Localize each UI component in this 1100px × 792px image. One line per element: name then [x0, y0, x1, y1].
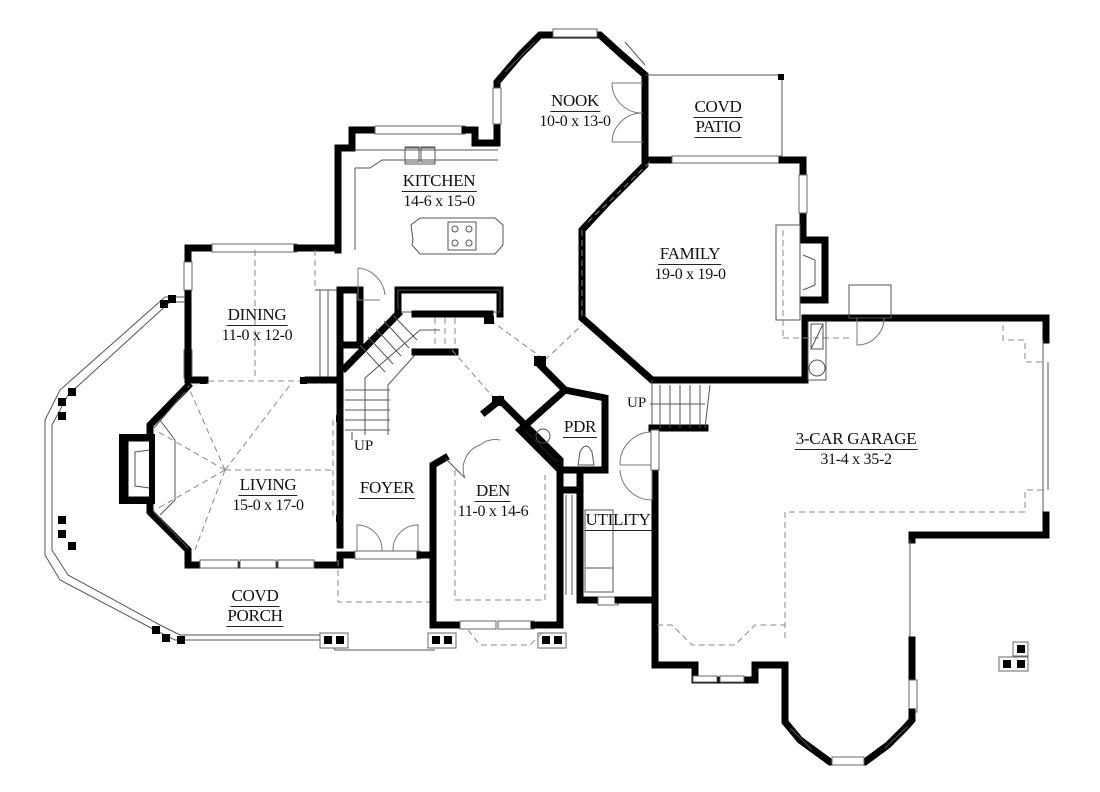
pdr-name: PDR [562, 417, 598, 438]
porch-outline [44, 295, 567, 651]
room-label-covd-porch: COVD PORCH [226, 586, 284, 627]
water-heater [807, 319, 827, 381]
room-label-nook: NOOK 10-0 x 13-0 [539, 91, 611, 131]
room-label-pdr: PDR [562, 417, 598, 438]
dining-walls [183, 243, 344, 384]
utility-name: UTILITY [584, 510, 652, 531]
corner-posts [998, 641, 1029, 672]
garage-walls [651, 284, 1050, 766]
kitchen-name: KITCHEN [401, 171, 477, 192]
nook-walls [492, 28, 649, 159]
den-dimensions: 11-0 x 14-6 [457, 502, 529, 520]
garage-stairs-up-label: UP [627, 395, 647, 411]
family-name: FAMILY [658, 244, 722, 265]
main-stairs-up-label: UP [354, 438, 374, 454]
family-walls [578, 156, 850, 384]
room-label-garage: 3-CAR GARAGE 31-4 x 35-2 [794, 429, 918, 469]
dining-dimensions: 11-0 x 12-0 [221, 326, 293, 344]
main-staircase [340, 286, 504, 440]
foyer-name: FOYER [358, 478, 416, 499]
room-label-kitchen: KITCHEN 14-6 x 15-0 [401, 171, 477, 211]
nook-name: NOOK [550, 91, 600, 112]
dining-name: DINING [226, 305, 288, 326]
living-dimensions: 15-0 x 17-0 [232, 496, 304, 514]
kitchen-walls [334, 125, 504, 255]
living-fireplace [119, 434, 155, 504]
porch-name-line2: PORCH [226, 605, 284, 627]
garage-name: 3-CAR GARAGE [794, 429, 918, 450]
garage-dimensions: 31-4 x 35-2 [820, 450, 892, 468]
porch-name-line1: COVD [230, 586, 280, 607]
garage-stairs [648, 380, 711, 432]
room-label-foyer: FOYER [358, 478, 416, 499]
utility-walls [565, 429, 660, 606]
room-label-living: LIVING 15-0 x 17-0 [232, 475, 304, 515]
nook-dimensions: 10-0 x 13-0 [539, 112, 611, 130]
patio-name-line1: COVD [693, 97, 743, 118]
room-label-dining: DINING 11-0 x 12-0 [222, 306, 293, 345]
room-label-den: DEN 11-0 x 14-6 [458, 482, 529, 521]
patio-name-line2: PATIO [694, 116, 742, 138]
nook-door[interactable] [611, 82, 644, 143]
living-walls [121, 376, 344, 569]
room-label-covd-patio: COVD PATIO [693, 97, 743, 138]
living-name: LIVING [238, 475, 298, 496]
family-dimensions: 19-0 x 19-0 [654, 265, 726, 283]
room-label-family: FAMILY 19-0 x 19-0 [654, 244, 726, 284]
room-label-utility: UTILITY [584, 510, 652, 531]
den-walls [429, 316, 583, 646]
kitchen-sink [404, 146, 436, 163]
kitchen-dimensions: 14-6 x 15-0 [403, 192, 475, 210]
den-name: DEN [474, 481, 512, 502]
